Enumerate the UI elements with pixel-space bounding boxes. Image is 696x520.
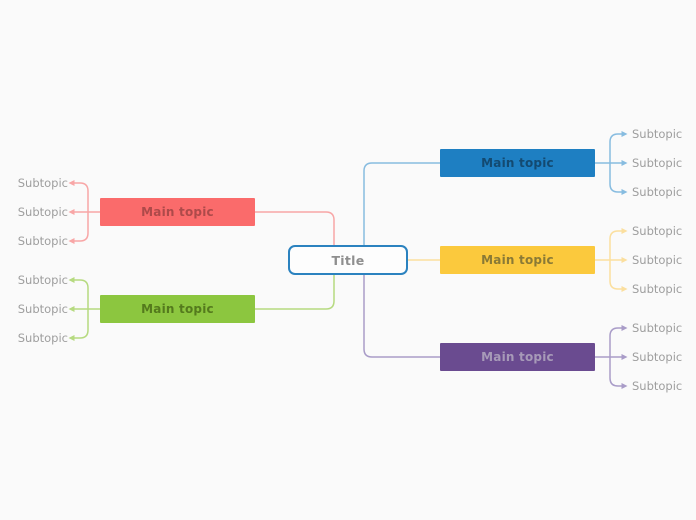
subtopic-node[interactable]: Subtopic	[632, 350, 683, 364]
subtopic-node[interactable]: Subtopic	[632, 379, 683, 393]
subtopic-node[interactable]: Subtopic	[632, 253, 683, 267]
subtopic-node[interactable]: Subtopic	[17, 205, 68, 219]
main-topic-label: Main topic	[481, 156, 554, 170]
main-topic-label: Main topic	[481, 253, 554, 267]
main-topic-node-red[interactable]: Main topic	[100, 198, 255, 226]
subtopic-node[interactable]: Subtopic	[17, 234, 68, 248]
branch-connector-yellow	[407, 230, 623, 290]
arrowheads-yellow	[621, 228, 628, 292]
main-topic-node-green[interactable]: Main topic	[100, 295, 255, 323]
main-topic-label: Main topic	[481, 350, 554, 364]
main-topic-node-purple[interactable]: Main topic	[440, 343, 595, 371]
branch-connector-red	[73, 182, 335, 246]
main-topic-node-yellow[interactable]: Main topic	[440, 246, 595, 274]
branch-connector-purple	[363, 274, 623, 387]
root-title-node[interactable]: Title	[288, 245, 408, 275]
branch-connector-blue	[363, 133, 623, 246]
arrowheads-red	[68, 180, 75, 244]
subtopic-node[interactable]: Subtopic	[632, 156, 683, 170]
subtopic-node[interactable]: Subtopic	[17, 176, 68, 190]
main-topic-label: Main topic	[141, 302, 214, 316]
main-topic-label: Main topic	[141, 205, 214, 219]
arrowheads-blue	[621, 131, 628, 195]
subtopic-node[interactable]: Subtopic	[632, 282, 683, 296]
subtopic-node[interactable]: Subtopic	[632, 224, 683, 238]
subtopic-node[interactable]: Subtopic	[17, 331, 68, 345]
root-title-label: Title	[331, 252, 365, 268]
subtopic-node[interactable]: Subtopic	[17, 273, 68, 287]
arrowheads-purple	[621, 325, 628, 389]
subtopic-node[interactable]: Subtopic	[632, 185, 683, 199]
arrowheads-green	[68, 277, 75, 341]
branch-connector-green	[73, 274, 335, 339]
subtopic-node[interactable]: Subtopic	[632, 127, 683, 141]
main-topic-node-blue[interactable]: Main topic	[440, 149, 595, 177]
subtopic-node[interactable]: Subtopic	[632, 321, 683, 335]
subtopic-node[interactable]: Subtopic	[17, 302, 68, 316]
